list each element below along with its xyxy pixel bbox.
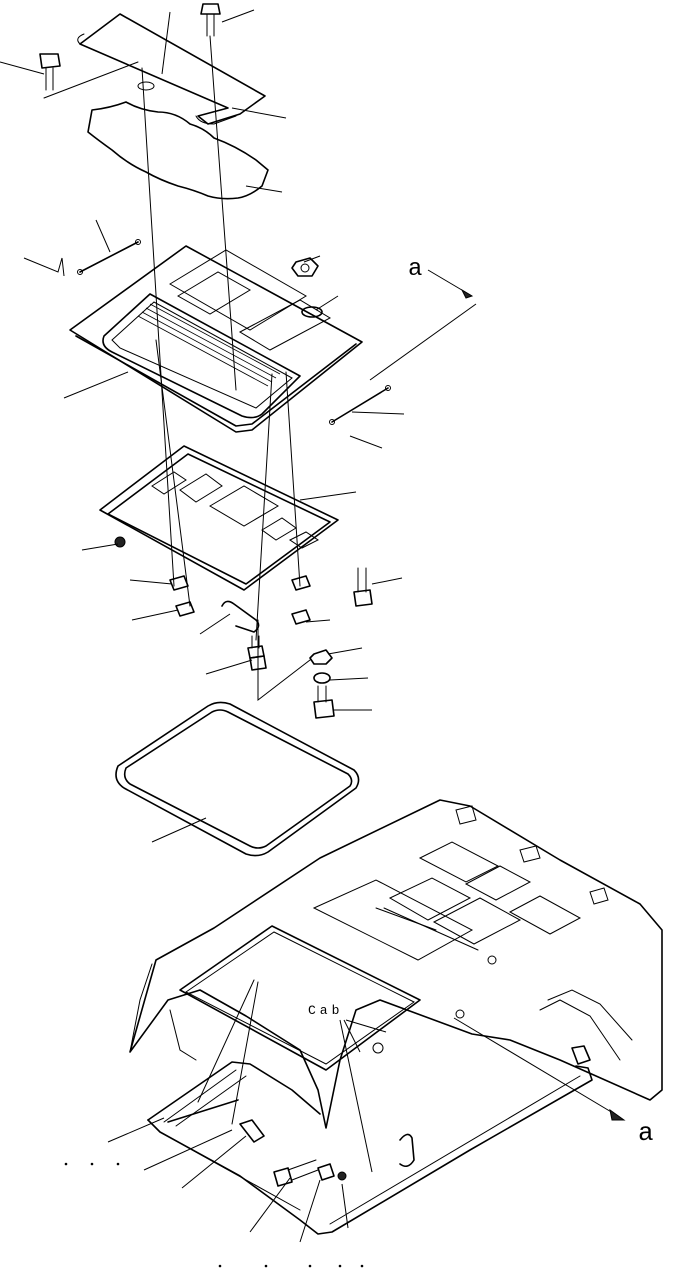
pin-rod-left	[77, 239, 141, 275]
arrow-a-bottom-label: a	[638, 1118, 654, 1148]
bolt-mid-left	[247, 635, 267, 671]
bolt-bottom-center	[273, 1159, 319, 1187]
pin-bottom-left	[167, 1099, 239, 1123]
hatch-frame	[69, 245, 363, 433]
pin-rod-right	[329, 385, 391, 425]
clip-right-1	[291, 575, 311, 591]
bolt-left	[39, 53, 61, 91]
screw-bottom-left	[239, 1119, 265, 1143]
insulation-sheet	[87, 101, 269, 200]
washer-top-right	[301, 306, 323, 318]
inner-hatch-panel	[99, 445, 339, 591]
cab-label: Cab	[308, 1003, 344, 1018]
nut-mid-right	[309, 649, 333, 665]
arrow-a-bottom	[453, 1017, 626, 1121]
grommet-left	[114, 536, 126, 548]
clip-left-1	[169, 575, 189, 591]
bottom-dots	[64, 1162, 364, 1268]
nut-top-right	[291, 257, 319, 277]
clip-bottom	[317, 1163, 335, 1181]
arrow-a-top-label: a	[408, 256, 423, 283]
bolt-top	[200, 3, 221, 37]
cover-plate	[77, 13, 266, 125]
bolt-lower-right	[313, 685, 335, 719]
clip-right-2	[291, 609, 311, 625]
cab-roof	[129, 799, 663, 1129]
clip-left-2	[175, 601, 195, 617]
leader-lines	[0, 9, 479, 1243]
grommet-bottom	[337, 1171, 347, 1181]
lower-frame-rail	[147, 1045, 593, 1235]
bolt-mid-right	[353, 567, 373, 607]
washer-mid-right	[313, 672, 331, 684]
seal-gasket	[115, 701, 360, 857]
arrow-a-top	[369, 269, 477, 381]
bracket-clip	[221, 600, 260, 633]
